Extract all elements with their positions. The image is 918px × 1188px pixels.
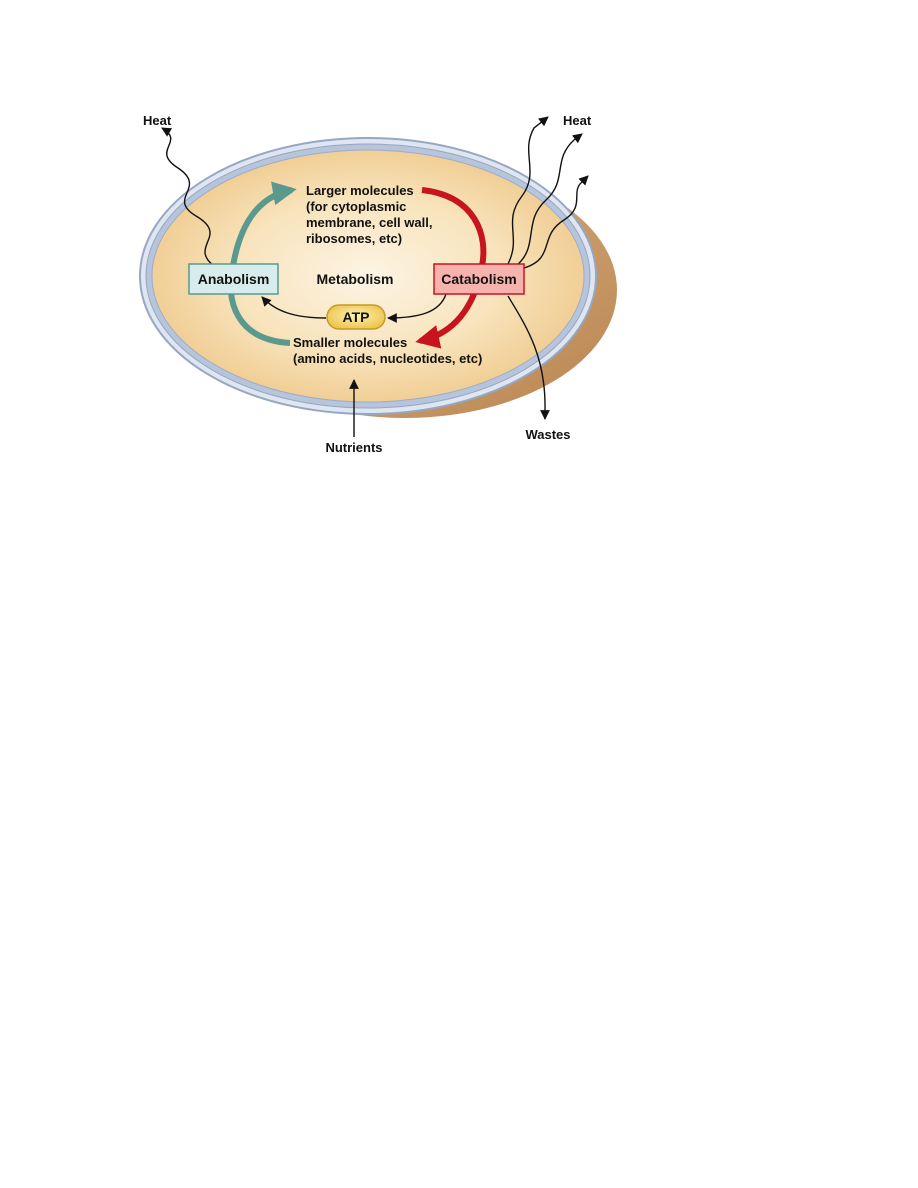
- larger-molecules-line-1: Larger molecules: [306, 183, 414, 198]
- catabolism-box: [433, 263, 525, 295]
- anabolism-box: [188, 263, 279, 295]
- heat-right-arrow-3: [523, 175, 589, 269]
- smaller-molecules-line-1: Smaller molecules: [293, 335, 407, 350]
- wastes-arrow: [507, 295, 550, 420]
- larger-molecules-line-2: (for cytoplasmic: [306, 199, 406, 214]
- larger-molecules-line-3: membrane, cell wall,: [306, 215, 432, 230]
- metabolism-label: Metabolism: [316, 271, 393, 287]
- atp-from-catabolism-arrow: [387, 293, 447, 323]
- smaller-molecules-line-2: (amino acids, nucleotides, etc): [293, 351, 482, 366]
- wastes-label: Wastes: [525, 427, 570, 442]
- heat-right-label: Heat: [563, 113, 592, 128]
- heat-left-label: Heat: [143, 113, 172, 128]
- nutrients-label: Nutrients: [325, 440, 382, 455]
- anabolism-label: Anabolism: [198, 271, 270, 287]
- heat-right-arrow-2: [515, 133, 583, 267]
- heat-right-arrow-1: [507, 116, 549, 265]
- atp-pill: [326, 304, 386, 330]
- larger-molecules-line-4: ribosomes, etc): [306, 231, 402, 246]
- atp-to-anabolism-arrow: [261, 296, 327, 319]
- atp-label: ATP: [343, 309, 370, 325]
- heat-left-arrow: [161, 127, 215, 267]
- catabolism-label: Catabolism: [441, 271, 516, 287]
